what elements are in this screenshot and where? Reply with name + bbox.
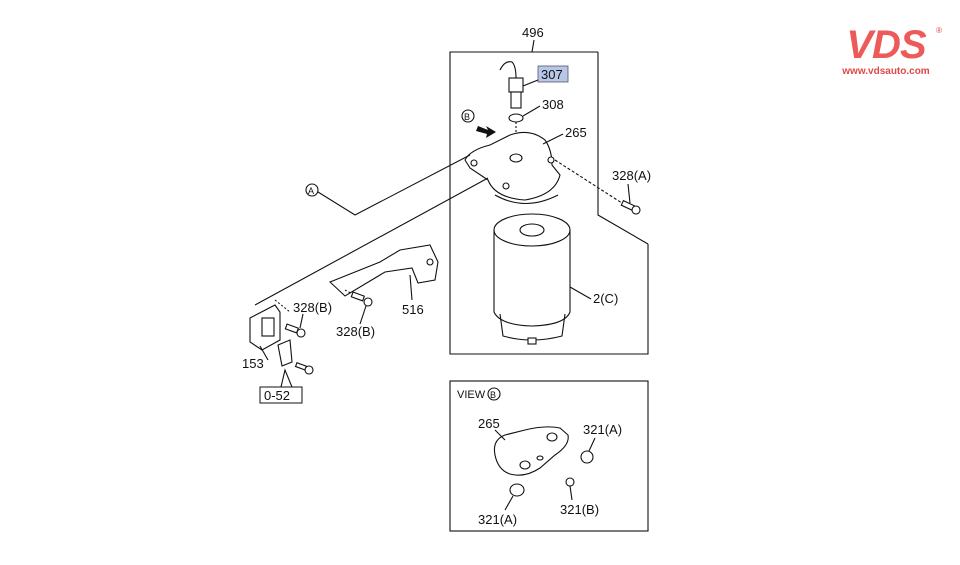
view-oring-a1[interactable]: [580, 450, 594, 464]
highlight-307: [537, 65, 569, 83]
callout-153[interactable]: 153: [242, 356, 264, 371]
bolt-a-part[interactable]: [620, 199, 641, 215]
view-b-frame: [449, 380, 649, 532]
bracket-part[interactable]: [328, 244, 439, 297]
registered-mark: ®: [936, 26, 942, 35]
view-callout-321a-1[interactable]: 321(A): [583, 422, 622, 437]
view-oring-b[interactable]: [565, 477, 575, 487]
view-arrow-icon: [476, 126, 496, 138]
bolt-b1-part[interactable]: [284, 323, 306, 338]
callout-2c[interactable]: 2(C): [593, 291, 618, 306]
bolt-small-part[interactable]: [294, 362, 314, 375]
view-callout-321b[interactable]: 321(B): [560, 502, 599, 517]
callout-0-52[interactable]: 0-52: [264, 388, 290, 403]
circle-b-label: B: [464, 112, 470, 122]
assembly-frame: [449, 51, 649, 355]
sensor-part[interactable]: [499, 61, 524, 109]
callout-307[interactable]: 307: [541, 67, 563, 82]
logo-url[interactable]: www.vdsauto.com: [842, 66, 930, 77]
logo-mark: VDS: [846, 23, 926, 67]
circle-a-label: A: [308, 186, 314, 196]
filter-cartridge-part[interactable]: [493, 213, 571, 345]
view-oring-a2[interactable]: [509, 483, 525, 497]
callout-308[interactable]: 308: [542, 97, 564, 112]
bolt-b2-part[interactable]: [350, 291, 373, 307]
filter-head-part[interactable]: [464, 131, 561, 204]
view-circle-label: B: [490, 390, 496, 400]
view-head-part[interactable]: [493, 426, 569, 476]
view-title: VIEW: [457, 389, 486, 401]
callout-265[interactable]: 265: [565, 125, 587, 140]
callout-328b-2[interactable]: 328(B): [336, 324, 375, 339]
callout-328a[interactable]: 328(A): [612, 168, 651, 183]
callout-516[interactable]: 516: [402, 302, 424, 317]
vds-logo: VDS ® www.vdsauto.com: [826, 23, 946, 77]
callout-328b-1[interactable]: 328(B): [293, 300, 332, 315]
view-callout-265[interactable]: 265: [478, 416, 500, 431]
callout-496[interactable]: 496: [522, 25, 544, 40]
clip-part[interactable]: [249, 304, 293, 367]
oring-part[interactable]: [508, 113, 524, 123]
view-callout-321a-2[interactable]: 321(A): [478, 512, 517, 527]
